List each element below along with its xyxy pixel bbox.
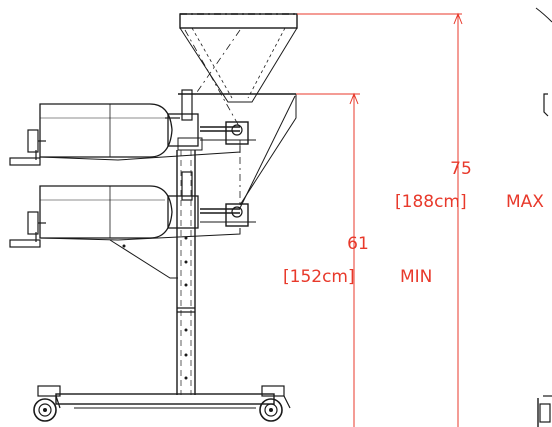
- dimension-max-cm: [188cm]: [395, 192, 467, 212]
- feed-lines: [184, 29, 296, 209]
- dimension-min-inches: 61: [347, 234, 369, 254]
- dimension-max-line: [297, 12, 463, 427]
- partial-side-view: [535, 7, 552, 427]
- upper-hopper: [179, 13, 298, 103]
- upper-machine-unit: [9, 89, 256, 166]
- dimension-min-suffix: MIN: [400, 267, 432, 287]
- left-caster-icon: [33, 385, 61, 422]
- right-caster-icon: [259, 385, 291, 422]
- stand-column: [176, 150, 196, 395]
- stand-base: [55, 393, 275, 409]
- lower-machine-unit: [9, 171, 256, 279]
- dimension-min-cm: [152cm]: [283, 267, 355, 287]
- dimension-max-inches: 75: [450, 159, 472, 179]
- dimension-max-suffix: MAX: [506, 192, 544, 212]
- middle-funnel: [178, 93, 297, 206]
- dimension-min-line: [296, 92, 360, 427]
